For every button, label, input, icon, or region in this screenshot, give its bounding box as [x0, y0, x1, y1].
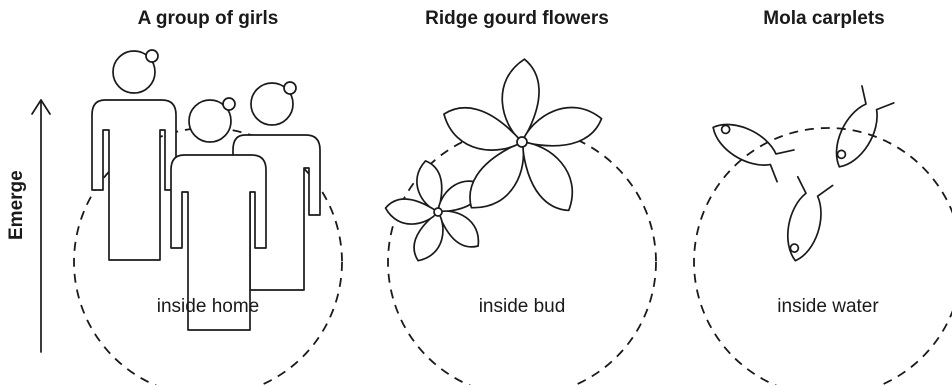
fish-icon — [705, 111, 794, 181]
home-label: inside home — [108, 296, 308, 318]
water-label: inside water — [728, 296, 928, 318]
fish-icon — [778, 177, 833, 265]
water-circle — [694, 128, 952, 385]
girl-icon — [92, 50, 176, 260]
emerge-arrow — [32, 100, 50, 352]
flower-icon — [383, 160, 488, 266]
bud-label: inside bud — [422, 296, 622, 318]
